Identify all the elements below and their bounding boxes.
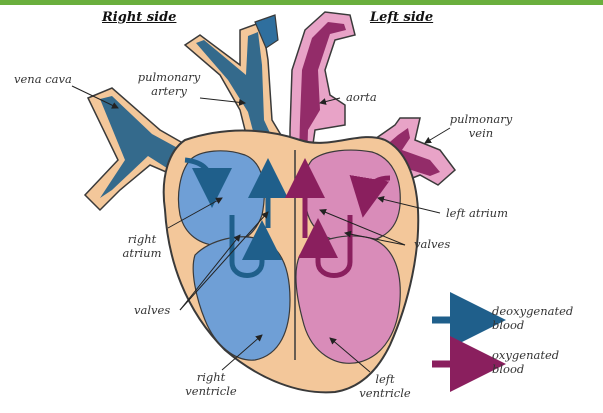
label-right-ventricle: right ventricle bbox=[176, 370, 246, 398]
label-right-ventricle-line2: ventricle bbox=[176, 384, 246, 398]
legend-deoxygenated-line2: blood bbox=[492, 318, 573, 332]
legend-deoxygenated-line1: deoxygenated bbox=[492, 304, 573, 318]
label-left-ventricle: left ventricle bbox=[350, 372, 420, 400]
legend-oxygenated-line1: oxygenated bbox=[492, 348, 559, 362]
label-pulmonary-vein: pulmonary vein bbox=[446, 112, 516, 140]
right-ventricle-chamber bbox=[193, 237, 290, 360]
legend-oxygenated-line2: blood bbox=[492, 362, 559, 376]
label-left-ventricle-line1: left bbox=[350, 372, 420, 386]
label-right-atrium-line1: right bbox=[116, 232, 168, 246]
label-left-ventricle-line2: ventricle bbox=[350, 386, 420, 400]
label-valves-right: valves bbox=[414, 237, 450, 251]
header-right-side: Right side bbox=[102, 10, 176, 25]
top-border bbox=[0, 0, 603, 5]
label-pulmonary-vein-line2: vein bbox=[446, 126, 516, 140]
label-pulmonary-artery-line1: pulmonary bbox=[128, 70, 210, 84]
label-aorta: aorta bbox=[346, 90, 377, 104]
label-pulmonary-artery: pulmonary artery bbox=[128, 70, 210, 98]
legend-oxygenated-text: oxygenated blood bbox=[492, 348, 559, 376]
label-right-atrium-line2: atrium bbox=[116, 246, 168, 260]
label-valves-left: valves bbox=[134, 303, 170, 317]
label-pulmonary-vein-line1: pulmonary bbox=[446, 112, 516, 126]
label-pulmonary-artery-line2: artery bbox=[128, 84, 210, 98]
label-right-ventricle-line1: right bbox=[176, 370, 246, 384]
header-left-side: Left side bbox=[370, 10, 433, 25]
label-left-atrium: left atrium bbox=[446, 206, 508, 220]
label-vena-cava: vena cava bbox=[14, 72, 72, 86]
legend-deoxygenated-text: deoxygenated blood bbox=[492, 304, 573, 332]
label-right-atrium: right atrium bbox=[116, 232, 168, 260]
